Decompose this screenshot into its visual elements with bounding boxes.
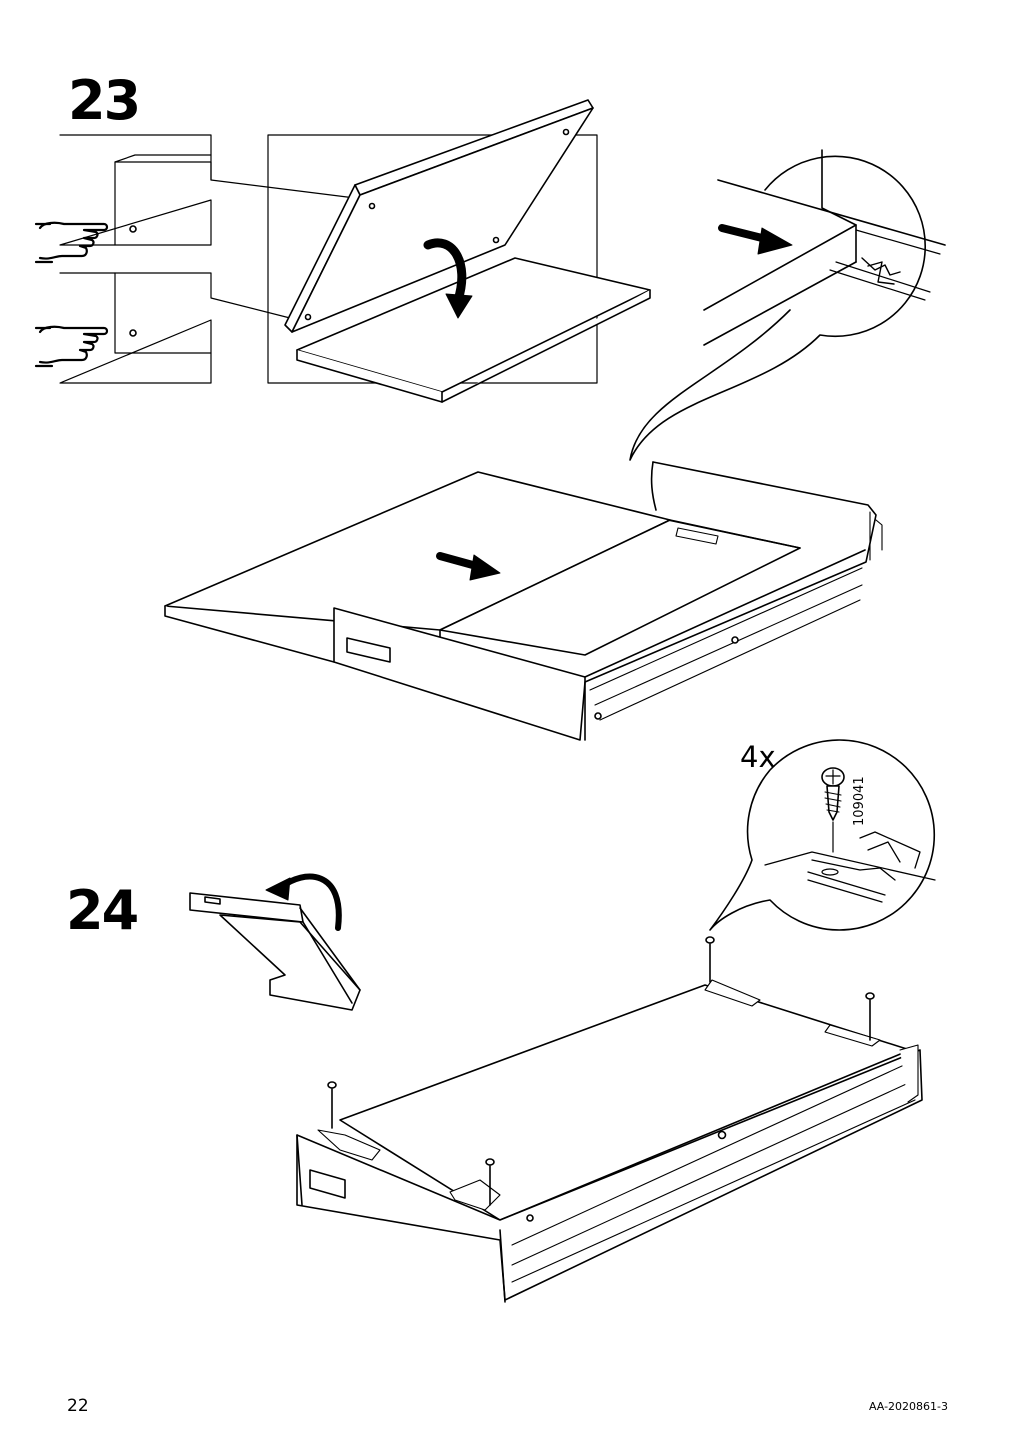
screw-quantity: 4x xyxy=(740,740,776,774)
screw-icon xyxy=(821,767,845,853)
straight-arrow-icon xyxy=(436,552,501,581)
rail-detail-circle xyxy=(629,149,946,461)
document-code: AA-2020861-3 xyxy=(868,1400,948,1413)
hand-pointing-icon xyxy=(34,325,109,368)
step23-frame xyxy=(267,134,598,384)
rotate-drawer-icon xyxy=(189,892,361,1011)
page-number: 22 xyxy=(67,1396,89,1416)
front-panel xyxy=(284,99,594,333)
drawer-assembly-24 xyxy=(296,979,923,1303)
hole-detail-bottom xyxy=(59,272,291,384)
curved-arrow-icon xyxy=(423,238,473,319)
screw-icon xyxy=(327,1081,337,1129)
step-number-23: 23 xyxy=(68,69,141,132)
step-number-24: 24 xyxy=(66,879,139,942)
hole-detail-top xyxy=(59,134,356,246)
bottom-board xyxy=(296,257,651,403)
drawer-assembly-23 xyxy=(164,461,883,741)
screw-icon xyxy=(705,936,715,983)
screw-icon xyxy=(865,992,875,1041)
curved-arrow-icon xyxy=(265,873,342,931)
screw-detail-circle xyxy=(709,739,936,931)
hand-pointing-icon xyxy=(34,221,109,264)
straight-arrow-icon xyxy=(718,224,793,255)
screw-icon xyxy=(485,1158,495,1206)
